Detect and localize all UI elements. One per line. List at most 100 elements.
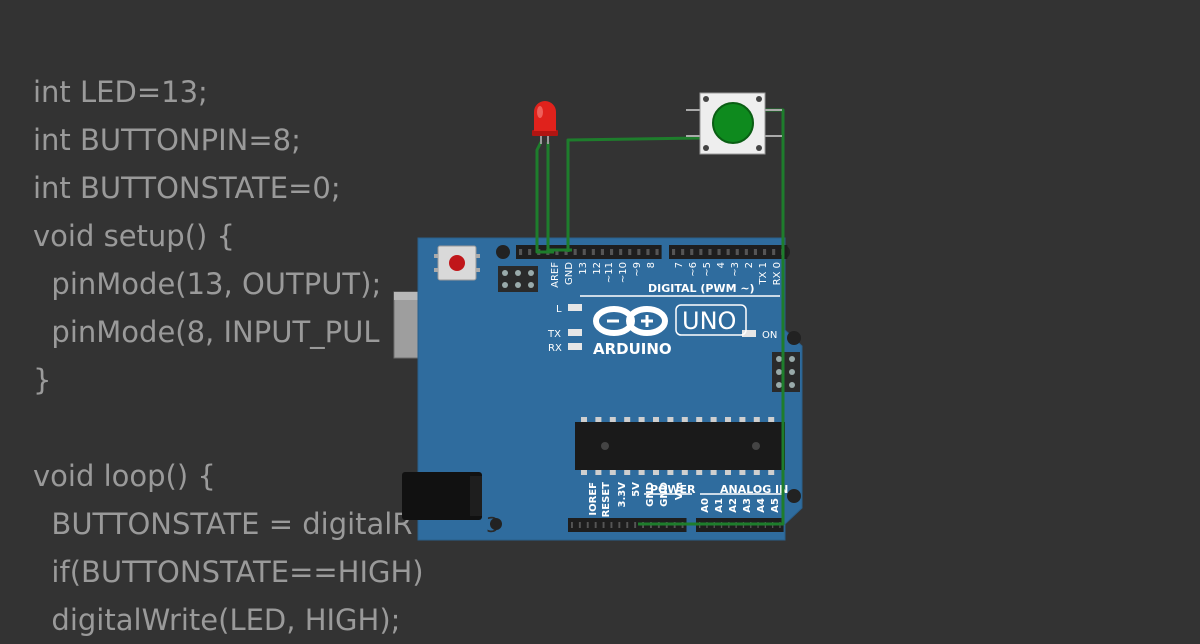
pin-label: A5	[770, 498, 781, 513]
pin-label: Vin	[674, 482, 685, 500]
code-line: }	[33, 363, 52, 397]
icsp-header	[498, 266, 538, 292]
wire-led-cathode[interactable]	[535, 141, 554, 254]
header-pin[interactable]	[528, 249, 532, 255]
pin-label: A3	[742, 498, 753, 513]
pin-label: AREF	[550, 262, 561, 288]
atmega-chip	[575, 417, 785, 475]
pin-label: 13	[578, 262, 589, 275]
mounting-hole	[490, 518, 502, 530]
header-pin[interactable]	[690, 249, 694, 255]
header-pin[interactable]	[619, 249, 623, 255]
header-pin[interactable]	[578, 522, 581, 528]
pin-label: ~5	[702, 262, 713, 277]
pin-label: A4	[756, 498, 767, 513]
pin-label: ~11	[604, 262, 615, 283]
led-on	[742, 330, 756, 337]
header-pin[interactable]	[626, 522, 629, 528]
pin-label: 7	[674, 262, 685, 268]
pin-label: RX 0	[772, 262, 783, 285]
pin-label: 2	[744, 262, 755, 268]
header-pin[interactable]	[717, 249, 721, 255]
pin-label: A0	[700, 498, 711, 513]
pin-label: ~9	[632, 262, 643, 277]
header-pin[interactable]	[708, 249, 712, 255]
led-on-label: ON	[762, 330, 777, 341]
pin-label: IOREF	[588, 482, 599, 516]
digital-header-label: DIGITAL (PWM ~)	[648, 282, 755, 295]
mounting-hole	[787, 331, 801, 345]
pin-label: RESET	[601, 482, 612, 518]
header-pin[interactable]	[726, 249, 730, 255]
header-pin[interactable]	[628, 249, 632, 255]
header-pin[interactable]	[637, 249, 641, 255]
arduino-brand: ARDUINO	[593, 340, 672, 358]
header-pin[interactable]	[672, 249, 676, 255]
code-line: void setup() {	[33, 219, 235, 253]
push-button[interactable]	[686, 92, 782, 155]
led-l	[568, 304, 582, 311]
uno-label: UNO	[682, 307, 736, 335]
wire-led-anode[interactable]	[546, 142, 572, 252]
pin-label: TX 1	[758, 262, 769, 286]
code-line: int BUTTONPIN=8;	[33, 123, 301, 157]
header-pin[interactable]	[564, 249, 568, 255]
header-pin[interactable]	[586, 522, 589, 528]
led-tx-label: TX	[547, 329, 561, 340]
header-pin[interactable]	[582, 249, 586, 255]
code-line: BUTTONSTATE = digitalR	[33, 507, 413, 541]
header-pin[interactable]	[699, 249, 703, 255]
wire-pin8-button[interactable]	[566, 136, 701, 252]
header-pin[interactable]	[591, 249, 595, 255]
mounting-hole	[787, 489, 801, 503]
header-pin[interactable]	[655, 249, 659, 255]
led-tx	[568, 329, 582, 336]
header-pin[interactable]	[744, 249, 748, 255]
red-led[interactable]	[532, 101, 558, 144]
header-pin[interactable]	[618, 522, 621, 528]
code-line: pinMode(8, INPUT_PUL	[33, 315, 380, 349]
code-line: int LED=13;	[33, 75, 208, 109]
led-rx	[568, 343, 582, 350]
header-pin[interactable]	[594, 522, 597, 528]
code-line: pinMode(13, OUTPUT);	[33, 267, 382, 301]
analog-header-label: ANALOG IN	[720, 483, 788, 496]
header-pin[interactable]	[519, 249, 523, 255]
led-rx-label: RX	[548, 343, 562, 354]
pin-label: 4	[716, 262, 727, 268]
header-pin[interactable]	[681, 249, 685, 255]
header-pin[interactable]	[555, 249, 559, 255]
pin-label: 3.3V	[617, 482, 628, 508]
pin-label: A1	[714, 498, 725, 513]
header-pin[interactable]	[763, 249, 767, 255]
digital-header-right[interactable]	[669, 245, 788, 259]
header-pin[interactable]	[610, 249, 614, 255]
icsp-header-right	[772, 352, 800, 392]
pin-label: ~10	[618, 262, 629, 283]
power-header-label: POWER	[650, 483, 696, 496]
push-button-cap[interactable]	[712, 102, 754, 144]
header-pin[interactable]	[602, 522, 605, 528]
arduino-logo	[593, 306, 668, 336]
header-pin[interactable]	[753, 249, 757, 255]
header-pin[interactable]	[772, 249, 776, 255]
header-pin[interactable]	[571, 522, 573, 528]
code-editor[interactable]: int LED=13; int BUTTONPIN=8; int BUTTONSTA…	[33, 68, 424, 644]
header-pin[interactable]	[610, 522, 613, 528]
pin-label: ~6	[688, 262, 699, 277]
header-pin[interactable]	[634, 522, 637, 528]
code-line: if(BUTTONSTATE==HIGH)	[33, 555, 424, 589]
code-line: int BUTTONSTATE=0;	[33, 171, 341, 205]
header-pin[interactable]	[735, 249, 739, 255]
code-line: void loop() {	[33, 459, 216, 493]
pin-label: 12	[592, 262, 603, 275]
power-jack	[402, 472, 482, 520]
header-pin[interactable]	[646, 249, 650, 255]
uno-badge	[675, 304, 747, 336]
led-l-label: L	[556, 304, 562, 315]
header-pin[interactable]	[573, 249, 577, 255]
mounting-hole	[496, 245, 510, 259]
header-pin[interactable]	[600, 249, 604, 255]
